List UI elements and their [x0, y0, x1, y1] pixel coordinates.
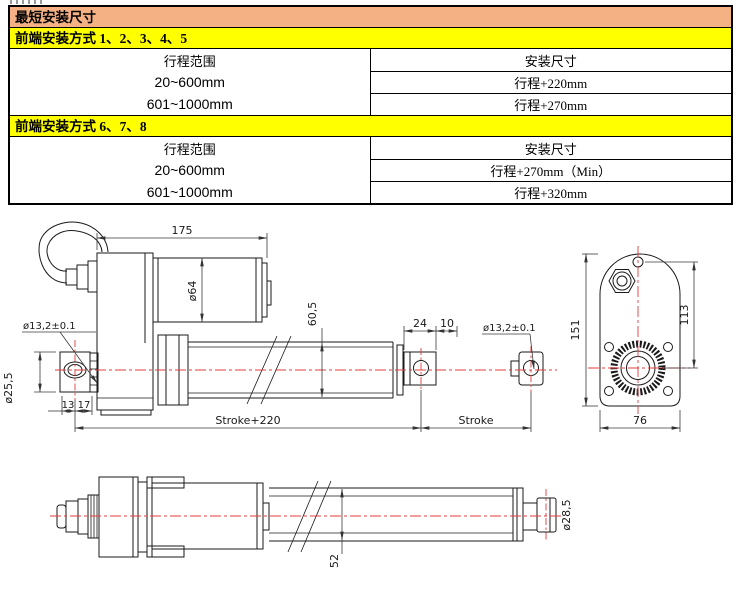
- table-row: 601~1000mm: [146, 184, 233, 200]
- table-row: 601~1000mm: [146, 96, 233, 112]
- extended-rod-clevis: [510, 351, 544, 386]
- end-view-gearbox: [582, 246, 698, 432]
- side-view-actuator: [22, 221, 557, 432]
- dim-stroke-label: Stroke: [458, 414, 493, 427]
- cable-gland-nut: [608, 269, 636, 293]
- dim-52-label: 52: [328, 554, 341, 568]
- installation-dimension-table: 最短安装尺寸 前端安装方式 1、2、3、4、5 行程范围 20~600mm 60…: [8, 5, 733, 205]
- col1-header: 行程范围: [163, 141, 216, 157]
- table-row: 行程+320mm: [370, 181, 731, 203]
- front-clevis: [403, 351, 437, 386]
- section2-grid: 行程范围 20~600mm 601~1000mm 安装尺寸 行程+270mm（M…: [10, 137, 731, 203]
- dim-d28-5-label: ø28,5: [560, 499, 573, 530]
- table-row: 行程+270mm: [370, 93, 731, 115]
- col1-header: 行程范围: [163, 53, 216, 69]
- rear-plug: [56, 494, 100, 539]
- section2-header: 前端安装方式 6、7、8: [10, 116, 731, 137]
- dim-d64-label: ø64: [186, 281, 199, 302]
- col2-header: 安装尺寸: [524, 53, 577, 69]
- top-view-actuator: [50, 476, 562, 558]
- dim-d25-5-label: ø25,5: [2, 372, 15, 403]
- table-row: 20~600mm: [154, 74, 225, 90]
- dim-60-5-label: 60,5: [306, 302, 319, 327]
- table-row: 行程+270mm（Min）: [370, 159, 731, 181]
- dim-d13-right-label: ø13,2±0.1: [483, 323, 536, 334]
- dim-10-label: 10: [440, 317, 454, 330]
- stroke-range-column: 行程范围 20~600mm 601~1000mm: [10, 49, 371, 115]
- clipped-text-artifact: [10, 0, 44, 4]
- dim-113-label: 113: [678, 305, 691, 326]
- table-row: 行程+220mm: [370, 71, 731, 93]
- section1-header: 前端安装方式 1、2、3、4、5: [10, 28, 731, 49]
- table-title: 最短安装尺寸: [10, 7, 731, 28]
- dim-76-label: 76: [633, 414, 647, 427]
- dim-d13-left-label: ø13,2±0.1: [23, 321, 76, 332]
- install-size-column: 安装尺寸 行程+220mm 行程+270mm: [370, 49, 731, 115]
- section1-grid: 行程范围 20~600mm 601~1000mm 安装尺寸 行程+220mm 行…: [10, 49, 731, 116]
- col2-header: 安装尺寸: [524, 141, 577, 157]
- dim-17-label: 17: [78, 400, 91, 411]
- dim-stroke220-label: Stroke+220: [215, 414, 280, 427]
- install-size-column: 安装尺寸 行程+270mm（Min） 行程+320mm: [370, 137, 731, 203]
- dim-13-label: 13: [62, 400, 75, 411]
- dim-151-label: 151: [569, 320, 582, 341]
- dim-24-label: 24: [413, 317, 427, 330]
- cable-and-gland: [38, 221, 109, 293]
- table-row: 20~600mm: [154, 162, 225, 178]
- stroke-range-column: 行程范围 20~600mm 601~1000mm: [10, 137, 371, 203]
- dimension-labels: 175 ø64 60,5 24 10 ø13,2±0.1 ø13,2±0.1 ø…: [2, 224, 691, 568]
- dim-175-label: 175: [172, 224, 193, 237]
